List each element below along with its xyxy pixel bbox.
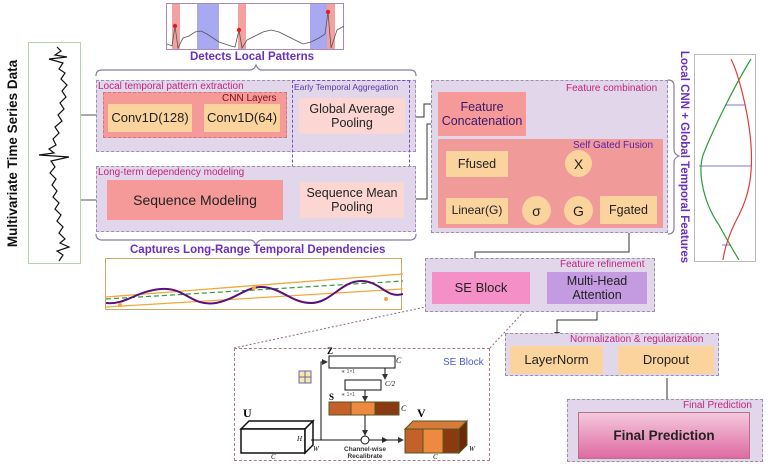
feature-refinement-title: Feature refinement <box>560 259 645 270</box>
input-series-sparkline <box>38 46 71 262</box>
brace-local <box>95 63 417 77</box>
se-u-c-label: C <box>271 453 276 461</box>
self-gated-fusion-title: Self Gated Fusion <box>573 140 654 151</box>
conv1d-64-block[interactable]: Conv1D(64) <box>204 104 280 132</box>
early-aggregation-title: Early Temporal Aggregation <box>294 82 399 92</box>
final-prediction-title: Final Prediction <box>683 400 752 411</box>
linear-g-node[interactable]: Linear(G) <box>446 198 508 224</box>
se-v-w-label: W <box>469 445 475 453</box>
se-detail-title: SE Block <box>443 357 484 368</box>
long-range-plot <box>105 258 403 310</box>
cnn-layers-title: CNN Layers <box>222 93 277 104</box>
brace-long <box>95 233 417 247</box>
se-half-label: C/2 <box>385 380 396 388</box>
input-label-wrap: Multivariate Time Series Data <box>2 42 24 264</box>
global-features-plot <box>694 54 756 262</box>
input-label: Multivariate Time Series Data <box>5 59 21 247</box>
se-block-detail: SE Block <box>234 346 490 461</box>
se-recal-line1: Channel-wise <box>344 446 386 453</box>
se-z-label: Z <box>327 346 334 356</box>
dropout-block[interactable]: Dropout <box>618 346 714 374</box>
se-recal-line2: Recalibrate <box>347 453 383 460</box>
sequence-mean-pooling-block[interactable]: Sequence Mean Pooling <box>300 182 404 218</box>
local-patterns-caption: Detects Local Patterns <box>190 51 314 63</box>
se-u-label: U <box>243 406 252 420</box>
input-series-panel <box>28 42 81 264</box>
se-s-label: S <box>329 392 335 402</box>
multiply-node[interactable]: X <box>565 150 592 177</box>
se-conv2-label: ∗ 1×1 <box>341 392 356 398</box>
se-conv1-label: ∗ 1×1 <box>341 369 356 375</box>
feature-concatenation-block[interactable]: Feature Concatenation <box>438 92 526 136</box>
feature-combination-title: Feature combination <box>566 83 658 94</box>
side-label: Local CNN + Global Temporal Features <box>678 50 690 264</box>
se-u-h-label: H <box>297 435 303 443</box>
global-average-pooling-block[interactable]: Global Average Pooling <box>299 98 405 134</box>
se-v-label: V <box>417 406 426 420</box>
fgated-node[interactable]: Fgated <box>600 196 657 224</box>
layernorm-block[interactable]: LayerNorm <box>510 346 603 374</box>
group-local-title: Local temporal pattern extraction <box>98 81 244 92</box>
ffused-node[interactable]: Ffused <box>446 151 508 177</box>
sequence-modeling-block[interactable]: Sequence Modeling <box>107 180 283 220</box>
brace-combination <box>667 79 681 235</box>
se-z-c-label: C <box>396 356 402 365</box>
normalization-title: Normalization & regularization <box>570 334 704 345</box>
se-v-c-label: C <box>433 453 438 461</box>
final-prediction-block[interactable]: Final Prediction <box>578 412 750 459</box>
se-s-c-label: C <box>401 404 407 413</box>
multi-head-attention-block[interactable]: Multi-Head Attention <box>547 272 647 304</box>
conv1d-128-block[interactable]: Conv1D(128) <box>108 104 192 132</box>
group-long-term-title: Long-term dependency modeling <box>98 167 245 178</box>
sigmoid-node[interactable]: σ <box>522 196 551 225</box>
local-patterns-plot <box>166 3 345 50</box>
se-block[interactable]: SE Block <box>432 272 530 304</box>
se-u-w-label: W <box>313 445 319 453</box>
long-range-caption: Captures Long-Range Temporal Dependencie… <box>130 244 386 256</box>
se-recalibrate-label: Channel-wise Recalibrate <box>339 446 391 460</box>
gate-node[interactable]: G <box>564 196 593 225</box>
side-label-wrap: Local CNN + Global Temporal Features <box>676 48 692 266</box>
